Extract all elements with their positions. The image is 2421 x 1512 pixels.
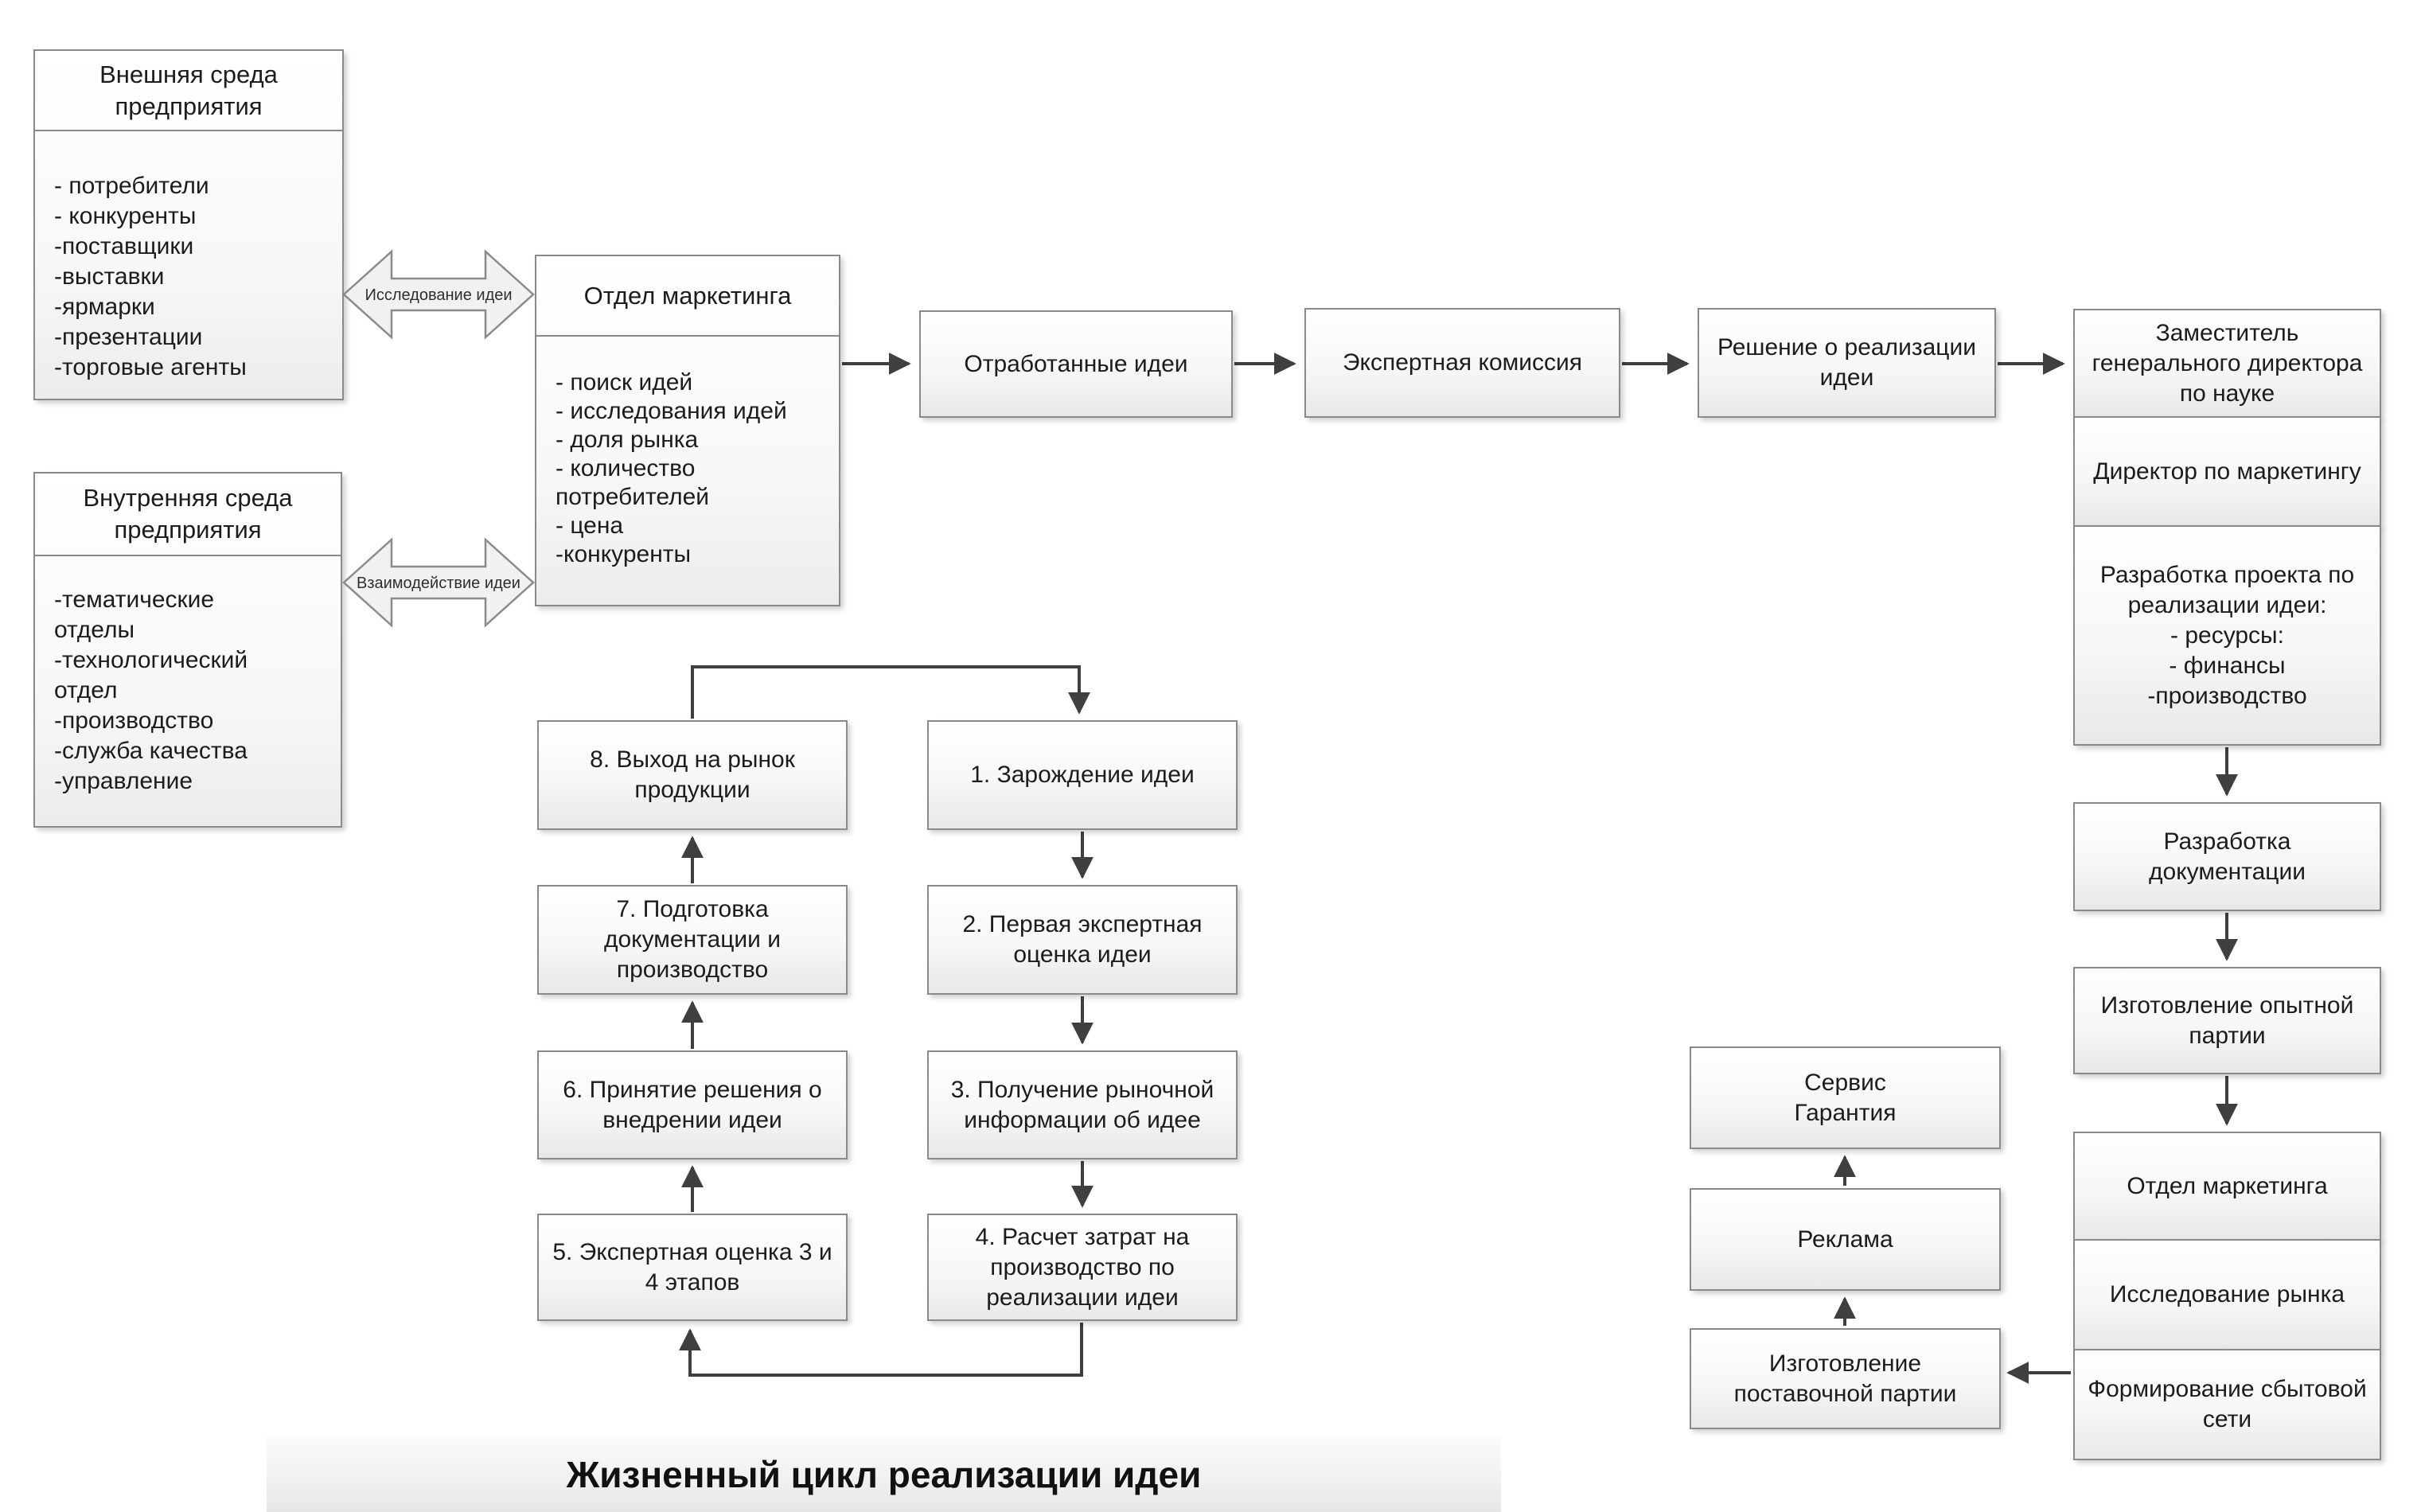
node-supply-batch: Изготовление поставочной партии [1690, 1328, 2001, 1429]
interaction-arrow-label: Взаимодействие идеи [357, 575, 520, 592]
research-double-arrow: Исследование идеи [342, 249, 535, 340]
diagram-title-band: Жизненный цикл реализации идеи [267, 1436, 1501, 1512]
node-cycle-step5: 5. Экспертная оценка 3 и 4 этапов [537, 1214, 848, 1321]
node-documentation-development: Разработка документации [2073, 802, 2381, 911]
list-item: -производство [2147, 682, 2307, 709]
internal-environment-title: Внутренняя среда предприятия [35, 473, 341, 556]
node-decision: Решение о реализации идеи [1698, 308, 1996, 418]
list-item: -тематические отделы [54, 586, 215, 643]
list-item: - финансы [2169, 652, 2286, 679]
list-item: -презентации [54, 324, 203, 350]
marketing-department-title: Отдел маркетинга [536, 256, 839, 337]
list-item: - цена [556, 512, 624, 539]
node-cycle-step8: 8. Выход на рынок продукции [537, 720, 848, 830]
node-sales-network: Формирование сбытовой сети [2073, 1349, 2381, 1460]
list-item: - конкуренты [54, 203, 197, 229]
node-marketing-department-2: Отдел маркетинга [2073, 1132, 2381, 1241]
node-cycle-step4: 4. Расчет затрат на производство по реал… [927, 1214, 1238, 1321]
node-pilot-batch: Изготовление опытной партии [2073, 967, 2381, 1074]
node-worked-ideas: Отработанные идеи [919, 310, 1233, 418]
list-item: -служба качества [54, 738, 248, 764]
list-item: -торговые агенты [54, 354, 247, 380]
list-item: - доля рынка [556, 427, 699, 453]
external-environment-list: - потребители - конкуренты -поставщики -… [35, 131, 342, 383]
node-cycle-step2: 2. Первая экспертная оценка идеи [927, 885, 1238, 995]
node-marketing-director: Директор по маркетингу [2073, 416, 2381, 527]
marketing-department-box: Отдел маркетинга - поиск идей - исследов… [535, 255, 840, 606]
node-service-warranty: Сервис Гарантия [1690, 1046, 2001, 1149]
node-cycle-step1: 1. Зарождение идеи [927, 720, 1238, 830]
interaction-double-arrow: Взаимодействие идеи [342, 537, 535, 628]
external-environment-title: Внешняя среда предприятия [35, 51, 342, 131]
node-cycle-step6: 6. Принятие решения о внедрении идеи [537, 1050, 848, 1159]
marketing-department-list: - поиск идей - исследования идей - доля … [536, 337, 839, 569]
internal-environment-list: -тематические отделы -технологический от… [35, 556, 341, 797]
list-item: -управление [54, 768, 193, 794]
list-item: - количество потребителей [556, 455, 710, 510]
node-deputy-director: Заместитель генерального директора по на… [2073, 309, 2381, 418]
list-item: -конкуренты [556, 541, 692, 567]
external-environment-box: Внешняя среда предприятия - потребители … [33, 49, 344, 400]
list-item: - ресурсы: [2170, 622, 2284, 649]
node-project-development: Разработка проекта по реализации идеи: -… [2073, 525, 2381, 746]
list-item: -технологический отдел [54, 647, 248, 703]
list-item: -поставщики [54, 233, 194, 259]
research-arrow-label: Исследование идеи [365, 286, 512, 304]
node-advertising: Реклама [1690, 1188, 2001, 1291]
internal-environment-box: Внутренняя среда предприятия -тематическ… [33, 472, 342, 828]
list-item: -выставки [54, 263, 165, 290]
list-item: -производство [54, 707, 214, 734]
list-item: - потребители [54, 173, 209, 199]
node-cycle-step3: 3. Получение рыночной информации об идее [927, 1050, 1238, 1159]
project-development-label: Разработка проекта по реализации идеи: [2099, 561, 2355, 618]
node-expert-commission: Экспертная комиссия [1304, 308, 1620, 418]
list-item: -ярмарки [54, 294, 155, 320]
list-item: - поиск идей [556, 369, 693, 396]
list-item: - исследования идей [556, 398, 787, 424]
node-market-research: Исследование рынка [2073, 1239, 2381, 1350]
node-cycle-step7: 7. Подготовка документации и производств… [537, 885, 848, 995]
diagram-title: Жизненный цикл реализации идеи [566, 1453, 1202, 1495]
